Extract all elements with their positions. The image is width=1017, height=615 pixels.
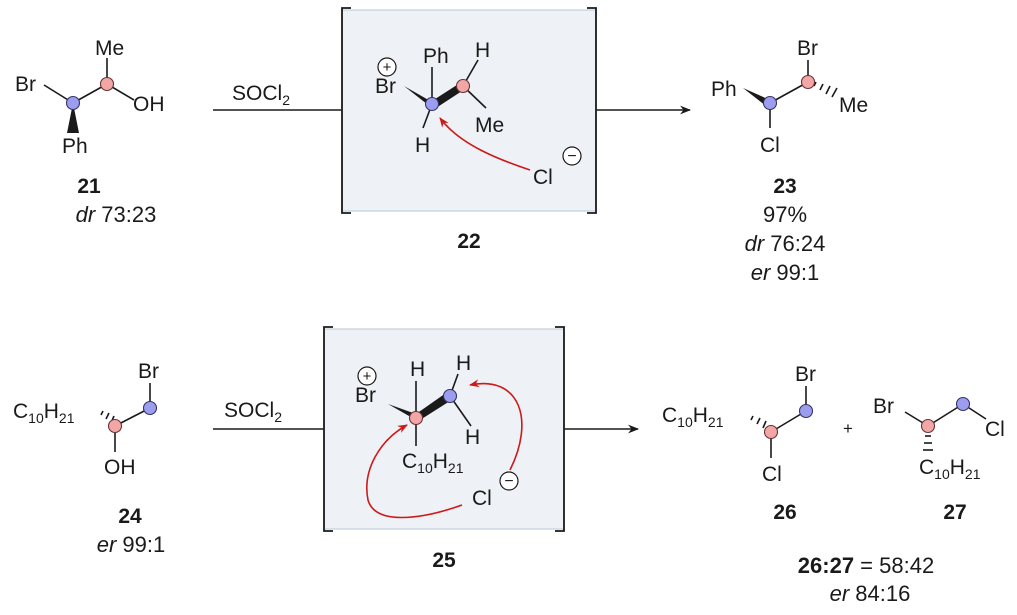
cl-label: Cl	[985, 418, 1005, 441]
intermediate-22-box: + Br Ph H H Me Cl − 22	[341, 7, 597, 253]
svg-text:+: +	[363, 368, 372, 385]
br-label: Br	[375, 75, 396, 98]
reagent-label: SOCl2	[232, 82, 290, 108]
enantiomeric-ratio: er 99:1	[97, 532, 166, 557]
compound-number: 22	[457, 230, 480, 253]
cl-label: Cl	[472, 487, 492, 510]
me-label: Me	[95, 37, 124, 60]
svg-text:−: −	[504, 473, 513, 490]
enantiomeric-ratio: er 84:16	[830, 581, 911, 606]
product-ratio: 26:27 = 58:42	[798, 553, 934, 578]
diastereomeric-ratio: dr 76:24	[745, 231, 826, 256]
curved-attack-arrow	[439, 117, 531, 171]
yield-value: 97%	[763, 202, 807, 227]
compound-number: 25	[432, 549, 456, 572]
h-label: H	[415, 134, 430, 157]
br-label: Br	[15, 73, 36, 96]
oh-label: OH	[104, 456, 136, 479]
reaction-arrow-1: SOCl2	[213, 82, 692, 115]
compound-23: Ph Br Me Cl 23 97% dr 76:24 er 99:1	[711, 37, 868, 285]
curved-attack-arrow	[366, 424, 463, 519]
cl-label: Cl	[762, 463, 782, 486]
h-label: H	[410, 358, 425, 381]
h-label: H	[456, 352, 471, 375]
oh-label: OH	[133, 93, 165, 116]
alkyl-label: C10H21	[13, 400, 75, 426]
curved-attack-arrow	[469, 379, 523, 471]
cl-label: Cl	[760, 134, 780, 157]
svg-text:−: −	[567, 148, 576, 165]
compound-number: 26	[773, 501, 796, 524]
cl-label: Cl	[533, 166, 553, 189]
ph-label: Ph	[423, 45, 449, 68]
alkyl-label: C10H21	[402, 450, 464, 476]
alkyl-label: C10H21	[662, 404, 724, 430]
compound-number: 21	[77, 175, 101, 198]
stereocenter-red	[99, 76, 115, 92]
br-label: Br	[355, 384, 376, 407]
compound-27: Br Cl C10H21 27	[873, 395, 1005, 524]
me-label: Me	[475, 114, 504, 137]
ph-label: Ph	[62, 135, 88, 158]
br-label: Br	[797, 37, 818, 60]
compound-24: C10H21 Br OH 24 er 99:1	[13, 360, 165, 557]
enantiomeric-ratio: er 99:1	[751, 260, 820, 285]
reaction-arrow-2: SOCl2	[213, 399, 640, 434]
wedge-bond	[67, 103, 79, 133]
svg-text:+: +	[383, 59, 392, 76]
intermediate-25-box: + Br H H H C10H21 Cl − 25	[323, 326, 565, 572]
diastereomeric-ratio: dr 73:23	[76, 202, 157, 227]
me-label: Me	[839, 94, 868, 117]
alkyl-label: C10H21	[919, 456, 981, 482]
br-label: Br	[138, 360, 159, 383]
br-label: Br	[873, 395, 894, 418]
reagent-label: SOCl2	[224, 399, 282, 425]
compound-number: 27	[943, 501, 966, 524]
stereocenter-blue	[65, 95, 81, 111]
plus-sign: +	[843, 419, 853, 438]
h-label: H	[465, 426, 480, 449]
compound-number: 23	[773, 175, 796, 198]
compound-number: 24	[118, 505, 142, 528]
br-label: Br	[795, 363, 816, 386]
ph-label: Ph	[711, 78, 737, 101]
h-label: H	[475, 39, 490, 62]
compound-21: Br Me OH Ph 21 dr 73:23	[15, 37, 165, 227]
compound-26: C10H21 Br Cl 26	[662, 363, 816, 524]
